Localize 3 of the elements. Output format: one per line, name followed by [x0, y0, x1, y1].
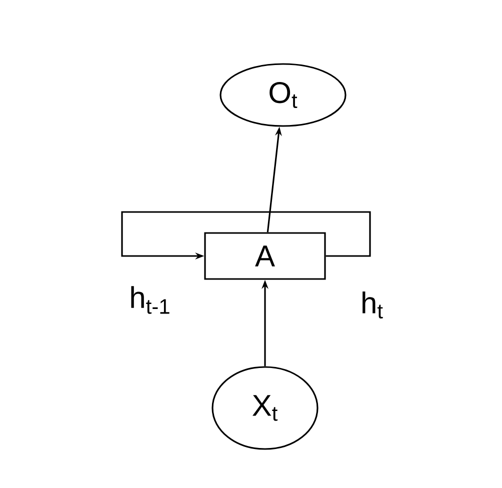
state-label: h$_{t}$ — [362, 292, 383, 318]
cell-box: A — [204, 232, 326, 280]
state-label: h$_{t-1}$ — [131, 286, 170, 314]
